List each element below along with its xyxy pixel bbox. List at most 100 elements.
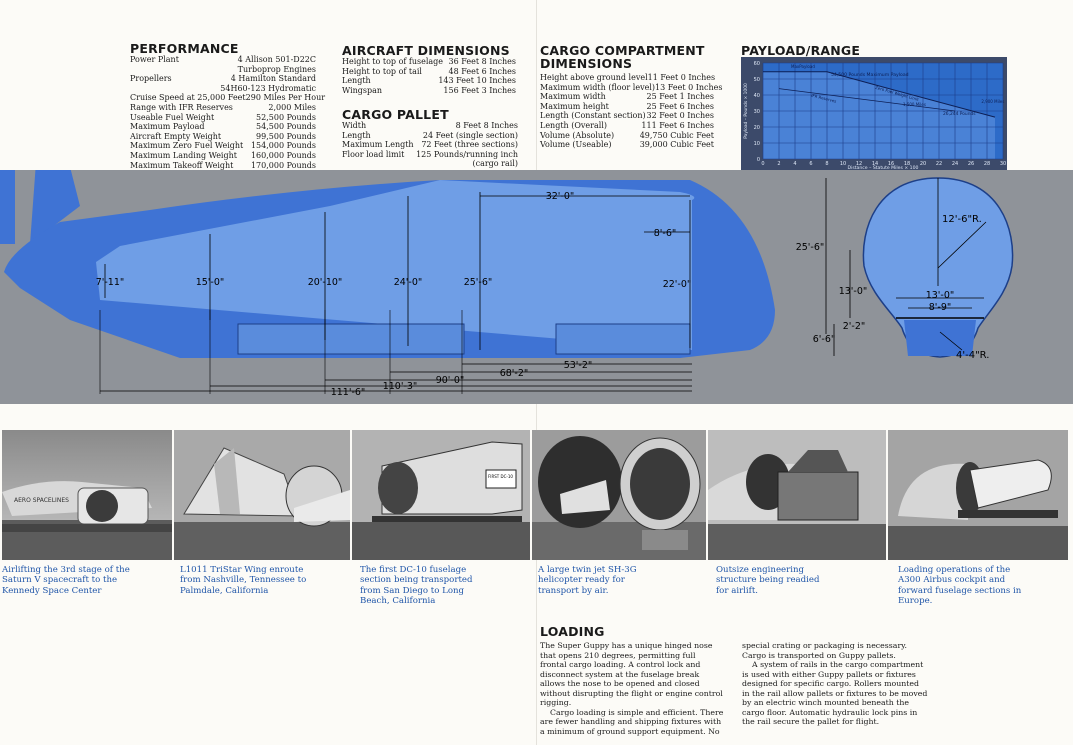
annotation-reserve-line: IFR Reserves [811,93,837,104]
performance-title: PERFORMANCE [130,41,239,56]
performance-row: Power Plant 4 Allison 501-D22C [130,55,316,65]
fuselage-diagram: 7'-11"15'-0"20'-10"24'-0"25'-6"22'-0"32'… [0,170,1073,404]
aircraft-dimension-label: Height to top of fuselage [342,57,444,66]
annotation-mid-point: 1,500 Miles [903,102,926,107]
caption-saturn-stage: Airlifting the 3rd stage of the Saturn V… [2,565,130,596]
cargo-pallet-value: 72 Feet (three sections) [421,140,518,150]
x-tick-label: 22 [936,161,942,167]
cargo-compartment-label: Length (Constant section) [540,111,646,121]
performance-value: 2,000 Miles [268,102,316,112]
height-dim-label: 22'-0" [663,279,692,290]
height-dim-label: 25'-6" [464,277,493,288]
performance-row: Maximum Payload 54,500 Pounds [130,122,316,132]
cargo-compartment-value: 25 Feet 1 Inches [646,92,714,102]
performance-label: Power Plant [130,55,179,64]
cargo-pallet-row: Maximum Length 72 Feet (three sections) [342,140,518,150]
x-tick-label: 6 [809,161,812,167]
length-dim-label: 90'-0" [436,375,465,386]
cargo-pallet-label: Width [342,121,367,130]
aircraft-dimension-label: Length [342,76,371,86]
cargo-pallet-value: 24 Feet (single section) [422,130,518,140]
y-tick-label: 30 [754,109,760,115]
y-tick-label: 20 [754,125,760,131]
radius-line [937,221,987,269]
cargo-compartment-label: Volume (Useable) [540,140,612,150]
photo-engineering-structure [708,430,886,560]
cargo-pallet-value: 8 Feet 8 Inches [455,121,518,130]
photo-sh3g-helicopter-image [532,430,706,560]
y-tick-label: 10 [754,141,760,147]
x-tick-label: 24 [952,161,958,167]
x-tick-label: 2 [777,161,780,167]
performance-value: 4 Allison 501-D22C [237,55,316,64]
caption-a300-cockpit: Loading operations of the A300 Airbus co… [898,565,1022,607]
loading-paragraph-4: A system of rails in the cargo compartme… [742,660,928,726]
cargo-pallet-box-1 [237,323,465,355]
y-tick-label: 50 [754,77,760,83]
performance-value: 290 Miles Per Hour [245,93,326,103]
tail-fin [30,170,80,244]
loading-column-1: The Super Guppy has a unique hinged nose… [540,641,724,736]
payload-range-title: PAYLOAD/RANGE [741,43,861,58]
cargo-pallet-row: Length 24 Feet (single section) [342,131,518,141]
cargo-pallet-label: Length [342,130,371,140]
performance-value: 99,500 Pounds [256,131,316,141]
photo-dc10-fuselage-image: FIRST DC-10 [352,430,530,560]
cargo-compartment-label: Length (Overall) [540,120,607,130]
performance-section: PERFORMANCE Power Plant 4 Allison 501-D22… [130,41,325,171]
aircraft-dimension-value: 143 Feet 10 Inches [438,76,516,86]
annotation-max-payload: 54,500 Pounds Maximum Payload [831,72,909,78]
length-dim-label: 110'-3" [383,381,418,392]
performance-label: Propellers [130,74,172,84]
cargo-pallet-label: Floor load limit [342,149,405,159]
cargo-pallet-label: Maximum Length [342,140,414,150]
length-dim-label: 111'-6" [331,387,366,398]
performance-label: Maximum Payload [130,122,205,132]
performance-value: 160,000 Pounds [250,150,316,160]
cargo-compartment-label: Volume (Absolute) [540,130,615,140]
performance-value: 170,000 Pounds [250,160,316,170]
reserve-line [778,88,956,112]
cargo-pallet-row: Width 8 Feet 8 Inches [342,121,518,131]
photo-tristar-wing [174,430,350,560]
y-tick-label: 40 [754,93,760,99]
photo-sh3g-helicopter [532,430,706,560]
cargo-compartment-row: Volume (Useable) 39,000 Cubic Feet [540,140,714,150]
cargo-compartment-profile [96,180,695,350]
x-tick-label: 30 [1000,161,1006,167]
caption-tristar-wing: L1011 TriStar Wing enroute from Nashvill… [180,565,307,596]
x-tick-label: 4 [793,161,796,167]
length-dim-label: 68'-2" [500,368,529,379]
bottom-radius-label: 4'-4"R. [956,350,989,361]
aircraft-dimensions-section: AIRCRAFT DIMENSIONS Height to top of fus… [342,44,516,95]
x-tick-label: 18 [904,161,910,167]
total-height-label: 25'-6" [796,242,825,253]
cargo-compartment-row: Length (Constant section)32 Feet 0 Inche… [540,111,714,121]
x-tick-label: 14 [872,161,878,167]
performance-value: 54,500 Pounds [256,122,316,132]
payload-line [763,71,996,118]
cargo-compartment-value: 39,000 Cubic Feet [639,140,714,150]
constant-dim-label: 32'-0" [546,191,575,202]
aircraft-dimension-label: Height to top of tail [342,66,422,76]
length-dim-label: 53'-2" [564,360,593,371]
cargo-pallet-row-continued: (cargo rail) [472,159,518,169]
cargo-compartment-value: 11 Feet 0 Inches [647,73,716,82]
x-tick-label: 12 [856,161,862,167]
